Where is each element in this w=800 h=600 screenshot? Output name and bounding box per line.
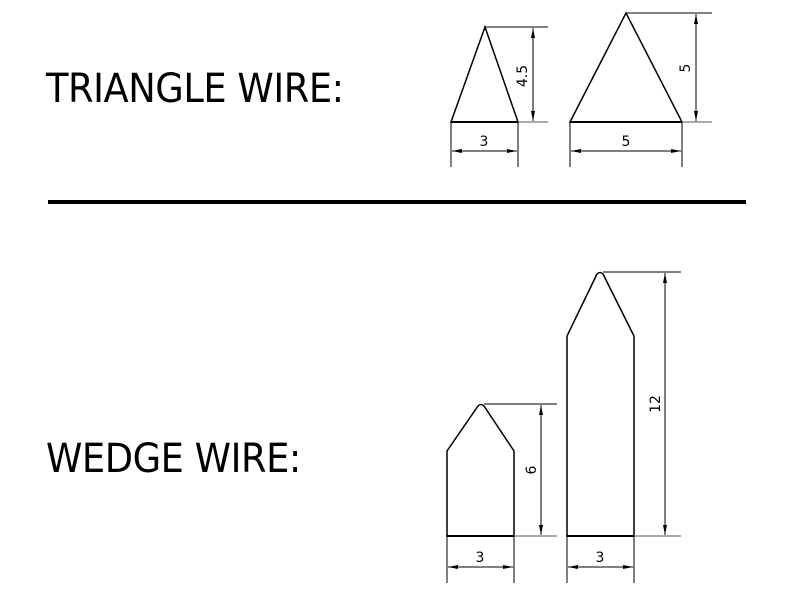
triangle-wire-heading: TRIANGLE WIRE: (46, 66, 344, 112)
wedge-wire-heading: WEDGE WIRE: (46, 436, 301, 482)
wedge-profile-tall: 12 3 (566, 271, 681, 583)
width-label: 5 (622, 134, 631, 150)
width-label: 3 (476, 550, 485, 566)
wedge-profile-short: 6 3 (446, 403, 557, 583)
height-label: 12 (648, 395, 664, 413)
height-label: 4.5 (515, 65, 531, 87)
height-label: 6 (524, 465, 540, 474)
triangle-profile-large: 5 5 (568, 11, 712, 167)
triangle-profile-small: 4.5 3 (449, 24, 548, 167)
height-label: 5 (678, 64, 694, 73)
width-label: 3 (596, 550, 605, 566)
section-divider (48, 200, 746, 204)
width-label: 3 (480, 134, 489, 150)
